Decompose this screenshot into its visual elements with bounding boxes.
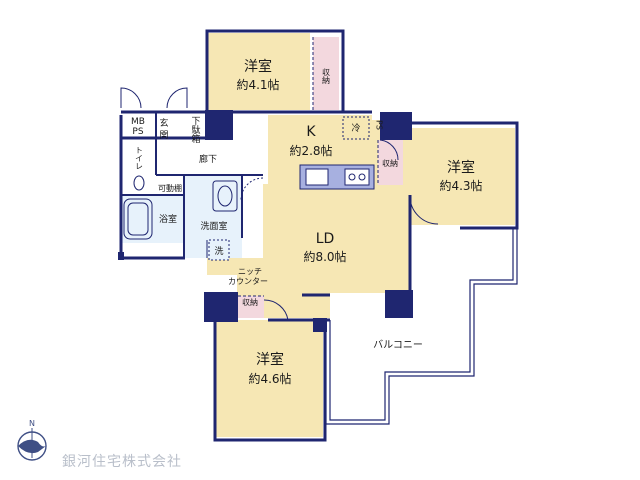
kitchen-stove	[344, 168, 370, 186]
balcony-outline	[325, 228, 518, 425]
company-watermark: 銀河住宅株式会社	[62, 454, 182, 470]
washer-box	[208, 239, 230, 261]
entrance-label-1: 玄	[159, 117, 168, 129]
mb-label: MB	[131, 117, 145, 127]
bedroom-top-size: 約4.1帖	[236, 77, 279, 92]
shoe-box-label-3: 箱	[191, 133, 200, 145]
room-labels: 洋室 約4.1帖 K 約2.8帖 洋室 約4.3帖 LD 約8.0帖 洋室 約4…	[236, 58, 482, 386]
bathtub	[123, 198, 153, 240]
washer-label: 洗	[214, 245, 223, 257]
storage-top-label: 収納	[322, 67, 331, 85]
bedroom-right-size: 約4.3帖	[439, 178, 482, 193]
kitchen-name: K	[306, 124, 316, 140]
wall-blocks	[118, 110, 413, 332]
small-labels: MB PS 玄 関 下 駄 箱 トイレ 廊下 可動棚 浴室 洗面室 洗 冷 PS…	[131, 67, 423, 351]
balcony-label: バルコニー	[373, 339, 423, 351]
ps-label-right: PS	[375, 120, 384, 130]
ps-label-left: PS	[132, 127, 143, 137]
bedroom-right-name: 洋室	[447, 159, 475, 176]
toilet-label: トイレ	[135, 146, 144, 170]
storage-bottom-label: 収納	[242, 297, 258, 307]
storage-top-fill	[313, 37, 339, 110]
shoe-box-label-2: 駄	[191, 124, 200, 136]
niche-label-1: ニッチ	[238, 267, 262, 276]
kitchen-size: 約2.8帖	[289, 143, 332, 158]
living-dining-size: 約8.0帖	[303, 249, 346, 264]
svg-text:N: N	[29, 419, 35, 428]
fixtures	[123, 37, 379, 297]
bedroom-bottom-size: 約4.6帖	[248, 371, 291, 386]
fridge-label: 冷	[351, 122, 360, 134]
wash-basin	[212, 180, 238, 212]
compass-icon: N	[17, 419, 47, 461]
doors	[119, 87, 439, 321]
washer-area	[209, 240, 229, 260]
bedroom-top-name: 洋室	[244, 58, 272, 75]
bathroom-label: 浴室	[159, 213, 177, 225]
bedroom-bottom-name: 洋室	[256, 351, 284, 368]
kitchen-sink	[305, 168, 329, 186]
fridge-space	[342, 116, 370, 140]
bedroom-top-area	[207, 33, 310, 110]
washroom-label: 洗面室	[200, 220, 227, 232]
living-dining-name: LD	[316, 231, 335, 247]
corridor-label: 廊下	[199, 153, 217, 165]
movable-shelf-label: 可動棚	[158, 183, 182, 193]
storage-right-fill	[378, 140, 403, 185]
storage-bottom-fill	[238, 296, 264, 318]
shoe-box-label-1: 下	[191, 117, 200, 127]
entrance-label-2: 関	[159, 130, 168, 141]
room-fills	[120, 33, 515, 437]
bedroom-bottom-area	[215, 320, 323, 437]
bedroom-right-area	[410, 128, 515, 225]
toilet-fixture	[133, 175, 145, 191]
storage-right-label: 収納	[382, 158, 398, 168]
niche-label-2: カウンター	[228, 277, 268, 286]
